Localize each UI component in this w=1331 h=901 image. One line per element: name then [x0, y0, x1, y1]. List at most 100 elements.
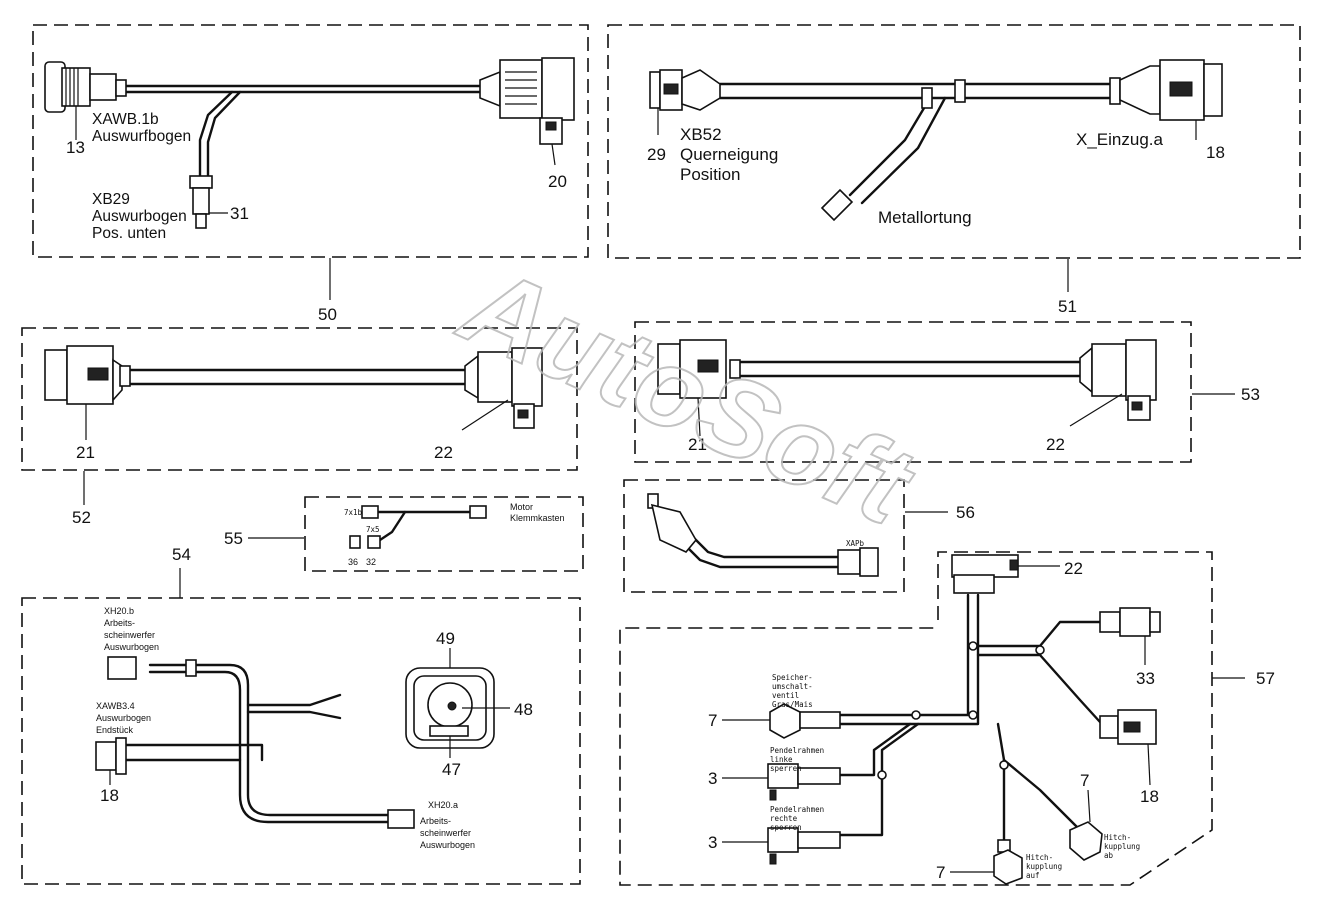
- harness-group-54: 54 XH20.b Arbeits- s: [21, 545, 581, 885]
- label-endstueck: Endstück: [96, 725, 134, 735]
- callout-21-box53: 21: [688, 435, 707, 454]
- callout-36: 36: [348, 557, 358, 567]
- work-light-lamp: [405, 648, 510, 758]
- label-pendel-rechts-1: Pendelrahmen: [770, 805, 824, 814]
- label-speicher-4: Gras/Mais: [772, 700, 813, 709]
- label-x-einzug: X_Einzug.a: [1076, 130, 1163, 149]
- connector-22-box52: [461, 347, 543, 431]
- label-pendel-links-3: sperren: [770, 764, 802, 773]
- callout-3-rechts: 3: [708, 833, 717, 852]
- label-xawb3-4: XAWB3.4: [96, 701, 135, 711]
- connector-3-right: [722, 827, 841, 865]
- harness-group-52: 21 22 52: [21, 327, 578, 527]
- connector-31: [189, 175, 228, 229]
- group-51-frame: [607, 24, 1301, 259]
- label-querneigung: Querneigung: [680, 145, 778, 164]
- label-speicher-3: ventil: [772, 691, 799, 700]
- callout-20: 20: [548, 172, 567, 191]
- connector-xh20a: [387, 809, 415, 829]
- connector-18: [1119, 59, 1223, 140]
- group-callout-52: 52: [72, 508, 91, 527]
- group-54-frame: [21, 597, 581, 885]
- label-auswurbogen: Auswurbogen: [92, 208, 187, 225]
- callout-22-box52: 22: [434, 443, 453, 462]
- callout-18-box51: 18: [1206, 143, 1225, 162]
- callout-22-box57: 22: [1064, 559, 1083, 578]
- callout-49: 49: [436, 629, 455, 648]
- label-pos-unten: Pos. unten: [92, 225, 166, 242]
- callout-7-hitch-auf: 7: [936, 863, 945, 882]
- label-metallortung: Metallortung: [878, 208, 972, 227]
- label-hitch-auf-2: kupplung: [1026, 862, 1062, 871]
- connector-7-hitch-auf: [950, 839, 1023, 885]
- label-pendel-rechts-3: sperren: [770, 823, 802, 832]
- label-hitch-ab-3: ab: [1104, 851, 1114, 860]
- group-callout-57: 57: [1256, 669, 1275, 688]
- harness-group-53: 21 22 53: [634, 321, 1260, 463]
- label-motor: Motor: [510, 502, 533, 512]
- group-callout-56: 56: [956, 503, 975, 522]
- connector-29: [649, 69, 721, 135]
- connector-33: [1099, 607, 1161, 665]
- connector-18-box57: [1099, 709, 1157, 786]
- callout-18-box57: 18: [1140, 787, 1159, 806]
- label-hitch-auf-3: auf: [1026, 871, 1040, 880]
- label-scheinwerfer-a: scheinwerfer: [420, 828, 471, 838]
- connector-xapb: [837, 547, 879, 577]
- connector-21-box52: [44, 345, 131, 440]
- connector-22-box57: [951, 554, 1060, 594]
- label-xb52: XB52: [680, 125, 722, 144]
- label-arbeits-b: Arbeits-: [104, 618, 135, 628]
- group-57-frame: [619, 551, 1213, 886]
- connector-3-left: [722, 763, 841, 801]
- group-50-frame: [32, 24, 589, 258]
- callout-48: 48: [514, 700, 533, 719]
- label-position: Position: [680, 165, 740, 184]
- label-scheinwerfer-b: scheinwerfer: [104, 630, 155, 640]
- connector-13-round: [44, 61, 127, 140]
- group-53-frame: [634, 321, 1192, 463]
- label-hitch-ab-2: kupplung: [1104, 842, 1140, 851]
- group-callout-55: 55: [224, 529, 243, 548]
- tag-7x1b: 7x1b: [344, 508, 363, 517]
- callout-31: 31: [230, 204, 249, 223]
- connector-7-hitch-ab: [1069, 789, 1103, 861]
- label-hitch-auf-1: Hitch-: [1026, 853, 1053, 862]
- label-pendel-rechts-2: rechte: [770, 814, 798, 823]
- harness-group-50: XAWB.1b Auswurfbogen 13 20 XB29 Auswurbo…: [32, 24, 589, 324]
- harness-group-55: 7x1b 7x5 Motor Klemmkasten 36 32 55: [224, 496, 584, 572]
- connector-xapb-angled: [647, 493, 697, 553]
- connector-xawb3-4: [95, 737, 127, 785]
- callout-7-speicher: 7: [708, 711, 717, 730]
- harness-group-57: 57: [619, 551, 1275, 886]
- callout-29: 29: [647, 145, 666, 164]
- callout-21-box52: 21: [76, 443, 95, 462]
- callout-32: 32: [366, 557, 376, 567]
- label-xawb-1b: XAWB.1b: [92, 111, 159, 128]
- tag-7x5: 7x5: [366, 525, 380, 534]
- group-55-frame: [304, 496, 584, 572]
- callout-18-box54: 18: [100, 786, 119, 805]
- connector-22-box53: [1069, 339, 1157, 427]
- label-xb29: XB29: [92, 191, 130, 208]
- harness-group-51: XB52 Querneigung Position 29 X_Einzug.a …: [607, 24, 1301, 316]
- callout-47: 47: [442, 760, 461, 779]
- group-56-frame: [623, 479, 905, 593]
- label-xh20a: XH20.a: [428, 800, 458, 810]
- label-xh20b: XH20.b: [104, 606, 134, 616]
- group-callout-50: 50: [318, 305, 337, 324]
- connector-xh20b: [107, 656, 197, 680]
- label-auswurfbogen: Auswurfbogen: [92, 128, 191, 145]
- callout-13: 13: [66, 138, 85, 157]
- group-52-frame: [21, 327, 578, 471]
- label-hitch-ab-1: Hitch-: [1104, 833, 1131, 842]
- callout-22-box53: 22: [1046, 435, 1065, 454]
- label-auswurbogen-34: Auswurbogen: [96, 713, 151, 723]
- label-pendel-links-1: Pendelrahmen: [770, 746, 824, 755]
- label-speicher-1: Speicher-: [772, 673, 813, 682]
- tag-xapb: XAPb: [846, 539, 865, 548]
- label-auswurbogen-b: Auswurbogen: [104, 642, 159, 652]
- group-callout-54: 54: [172, 545, 191, 564]
- callout-7-hitch-ab: 7: [1080, 771, 1089, 790]
